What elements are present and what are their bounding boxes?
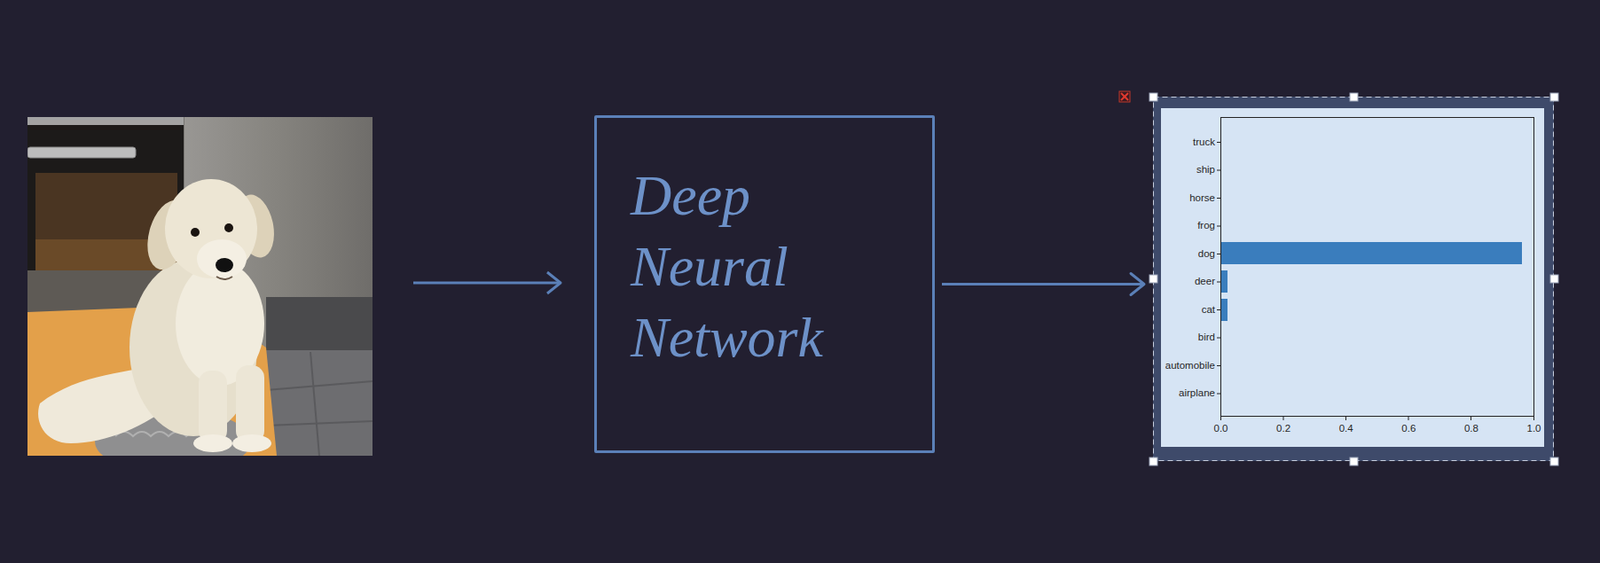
icon-cross — [1121, 93, 1129, 101]
tick — [1220, 416, 1222, 421]
handle — [1349, 457, 1358, 466]
x-ticks — [1221, 416, 1535, 421]
tick — [1216, 282, 1221, 283]
arrow-head — [547, 272, 561, 294]
tick — [1216, 365, 1221, 367]
photo-ground — [27, 117, 373, 456]
handle — [1349, 93, 1358, 102]
node-title: Deep Neural Network — [630, 160, 824, 374]
chart-panel: truck ship horse frog dog deer cat bird automobi… — [1152, 96, 1554, 462]
bar — [1221, 242, 1522, 265]
process-box: Deep Neural Network — [594, 115, 935, 454]
arrow-shaft — [941, 282, 1145, 286]
oven-trim — [27, 117, 184, 126]
y-ticks — [1216, 142, 1221, 395]
handle — [1149, 93, 1158, 102]
handle — [1149, 274, 1158, 283]
dog-eye — [190, 227, 200, 237]
dog-head — [164, 179, 258, 279]
dog-eye — [224, 223, 234, 233]
dog-leg — [235, 365, 265, 444]
dog-nose — [215, 258, 234, 273]
tick — [1216, 253, 1221, 255]
axis-label: bird — [1198, 331, 1216, 345]
axis-label: ship — [1196, 164, 1216, 177]
handle — [1149, 457, 1158, 466]
arrow-shaft — [413, 282, 560, 285]
cabinet-base — [266, 297, 373, 353]
arrow-head — [1130, 274, 1145, 296]
tick — [1216, 393, 1221, 395]
axis-label: 0.8 — [1464, 423, 1479, 436]
delete-icon — [1119, 91, 1130, 102]
selection-border — [1153, 97, 1554, 462]
icon-cross — [1121, 93, 1129, 101]
axis-label: 0.6 — [1401, 423, 1416, 436]
axis-label: 0.2 — [1276, 423, 1291, 436]
axis-label: 1.0 — [1527, 423, 1542, 436]
dog-photo — [27, 117, 373, 456]
tick — [1470, 416, 1472, 421]
dog-muzzle — [196, 239, 247, 279]
tick — [1216, 141, 1221, 143]
axis-label: frog — [1197, 219, 1216, 233]
axis-label: 0.4 — [1339, 423, 1354, 436]
axis-label: airplane — [1178, 387, 1216, 400]
tick — [1345, 416, 1347, 421]
dog-paw — [193, 434, 233, 453]
tick — [1408, 416, 1410, 421]
axis-label: dog — [1198, 248, 1216, 261]
axis-label: deer — [1194, 275, 1216, 289]
axis-label: truck — [1192, 136, 1216, 150]
tick — [1216, 309, 1221, 311]
axis-label: horse — [1189, 192, 1216, 205]
handle — [1550, 93, 1559, 102]
flow-arrow — [941, 274, 1145, 296]
input-arrow — [413, 272, 561, 294]
bar — [1221, 270, 1228, 293]
axis-label: 0.0 — [1214, 423, 1229, 436]
tile-line — [310, 352, 320, 456]
bar — [1221, 298, 1228, 322]
handle — [1550, 457, 1559, 466]
dog-mouth — [216, 276, 233, 280]
tick — [1216, 197, 1221, 199]
oven-handle — [27, 147, 136, 158]
tick — [1533, 416, 1535, 421]
tile-line — [266, 421, 373, 426]
selection-handles — [1149, 93, 1559, 466]
axis-label: cat — [1201, 304, 1216, 317]
axes-frame — [1221, 117, 1535, 417]
dog-paw — [232, 434, 272, 453]
tick — [1283, 416, 1285, 421]
axis-label: automobile — [1165, 360, 1216, 373]
dog-leg — [198, 370, 228, 444]
handle — [1550, 274, 1559, 283]
icon-box — [1119, 91, 1130, 102]
plot-ground — [1160, 108, 1545, 448]
panel-frame — [1152, 96, 1554, 462]
tick — [1216, 337, 1221, 339]
tile-line — [266, 381, 373, 391]
tick — [1216, 226, 1221, 228]
tick — [1216, 170, 1221, 172]
chart-panel — [1119, 91, 1559, 466]
